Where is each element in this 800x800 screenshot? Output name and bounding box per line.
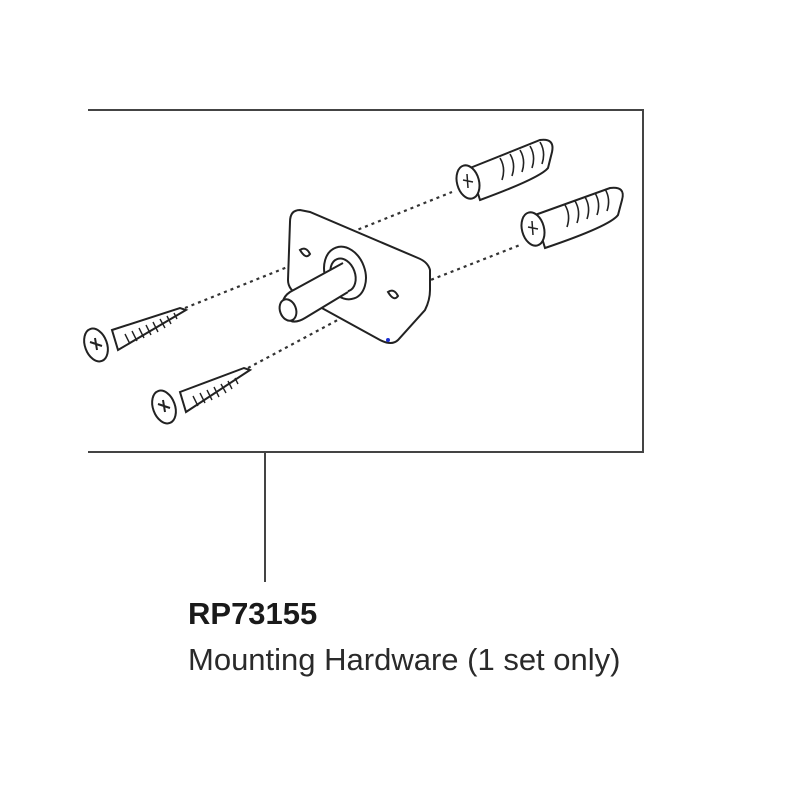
part-description: Mounting Hardware (1 set only) [188, 642, 621, 677]
mounting-plate [278, 208, 431, 344]
screw-2 [151, 366, 253, 425]
part-number: RP73155 [188, 596, 318, 631]
wall-anchor-2 [520, 186, 624, 250]
frame-box [88, 109, 644, 453]
screw-1 [83, 306, 189, 363]
marker-dot [386, 338, 390, 342]
wall-anchor-1 [455, 138, 554, 202]
